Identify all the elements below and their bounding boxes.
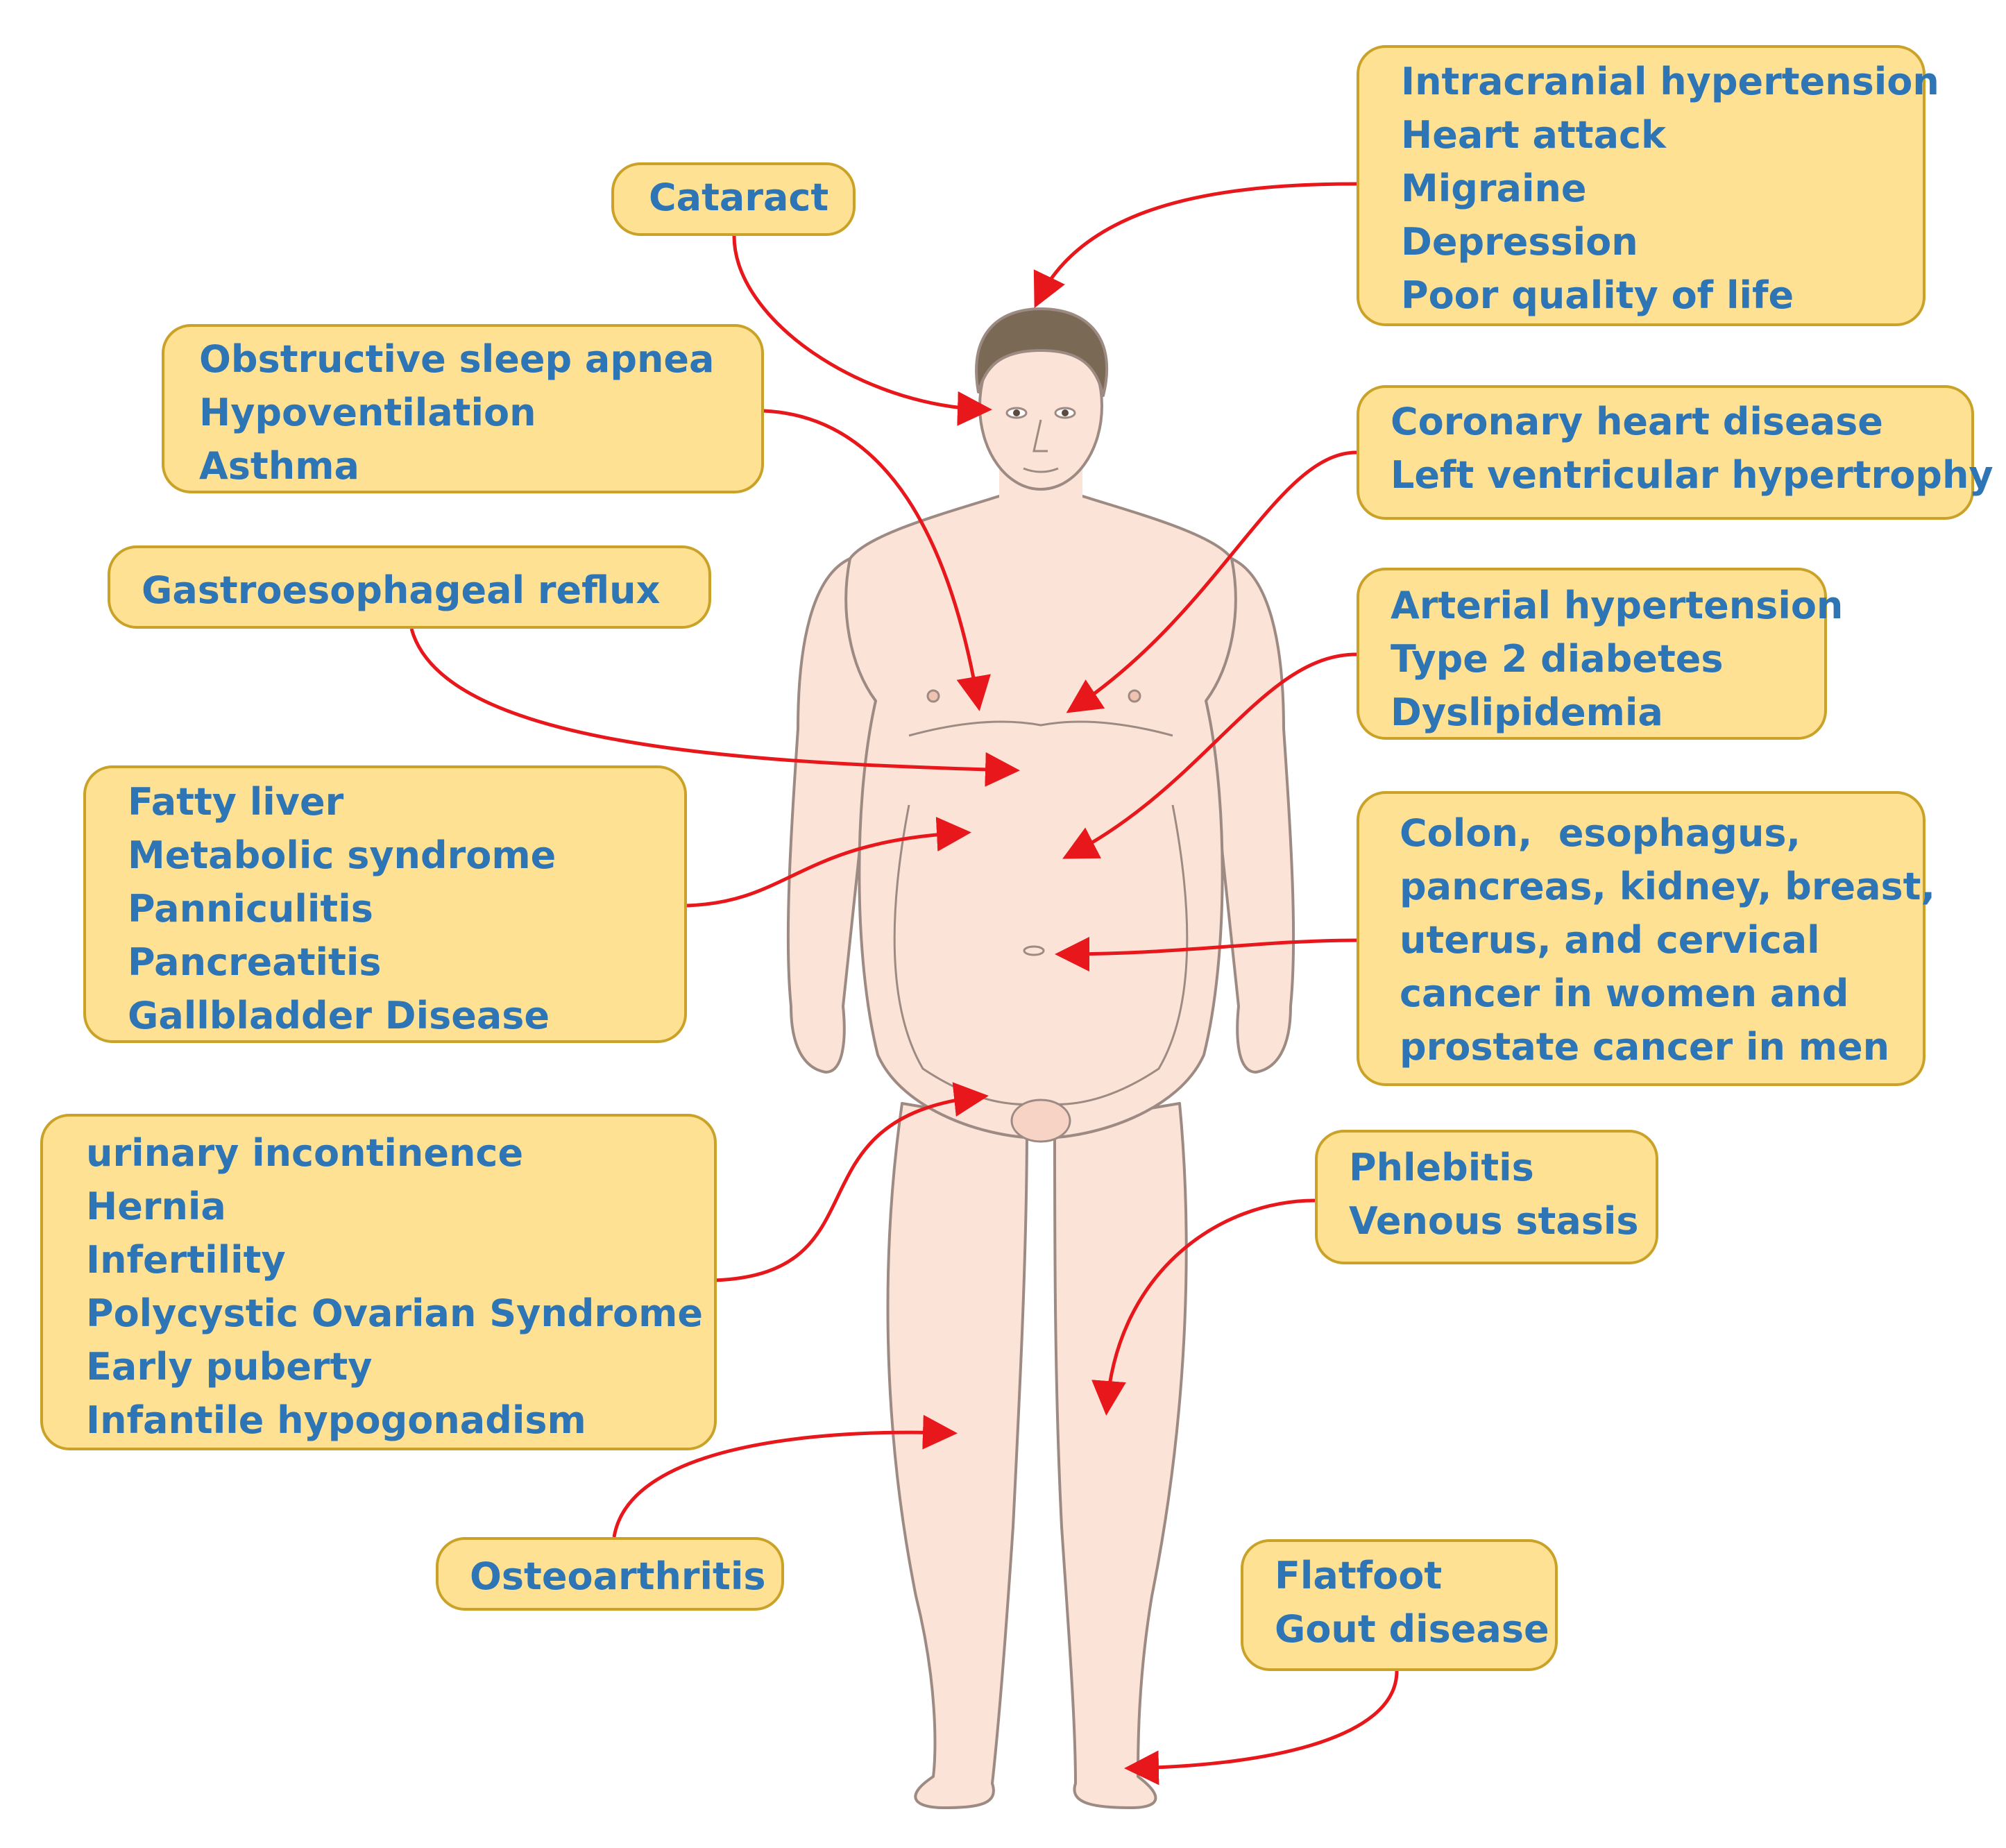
groin: [1010, 1099, 1071, 1143]
respiratory-condition-3: Asthma: [199, 444, 359, 488]
arrow-cataract: [732, 235, 992, 426]
reproductive-condition-4: Polycystic Ovarian Syndrome: [86, 1291, 704, 1335]
reproductive-condition-2: Hernia: [86, 1185, 226, 1228]
arrow-reflux: [409, 628, 1020, 787]
liver-box: Fatty liver Metabolic syndrome Panniculi…: [83, 765, 687, 1043]
liver-condition-5: Gallbladder Disease: [128, 994, 550, 1037]
reflux-label: Gastroesophageal reflux: [142, 568, 661, 612]
respiratory-condition-1: Obstructive sleep apnea: [199, 337, 715, 381]
left-nipple: [926, 689, 940, 703]
arrows: [409, 182, 1399, 1786]
arrow-osteo: [612, 1414, 958, 1538]
respiratory-box: Obstructive sleep apnea Hypoventilation …: [162, 324, 764, 493]
arrow-respiratory: [763, 409, 991, 711]
head-conditions-box: Intracranial hypertension Heart attack M…: [1357, 45, 1939, 326]
reproductive-condition-5: Early puberty: [86, 1345, 373, 1389]
navel: [1023, 945, 1045, 956]
cataract-box: Cataract: [611, 162, 856, 236]
left-arm: [786, 557, 877, 1074]
right-leg: [1053, 1102, 1188, 1809]
cancer-box: Colon, esophagus, pancreas, kidney, brea…: [1357, 791, 1935, 1086]
cancer-line-5: prostate cancer in men: [1400, 1025, 1890, 1069]
cancer-line-3: uterus, and cervical: [1400, 918, 1820, 962]
respiratory-condition-2: Hypoventilation: [199, 391, 536, 434]
head-condition-5: Poor quality of life: [1401, 273, 1794, 317]
chest-line: [908, 720, 1173, 737]
metabolic-condition-1: Arterial hypertension: [1391, 584, 1844, 627]
cancer-line-4: cancer in women and: [1400, 972, 1849, 1015]
head-condition-4: Depression: [1401, 220, 1638, 264]
nose: [1032, 419, 1048, 452]
heart-condition-2: Left ventricular hypertrophy: [1391, 453, 1994, 497]
liver-condition-4: Pancreatitis: [128, 940, 382, 984]
arrow-head: [1033, 182, 1357, 309]
venous-condition-1: Phlebitis: [1349, 1146, 1534, 1189]
reproductive-condition-6: Infantile hypogonadism: [86, 1398, 586, 1442]
arrow-venous: [1091, 1198, 1316, 1416]
arrow-heart: [1066, 450, 1357, 713]
liver-condition-1: Fatty liver: [128, 780, 344, 824]
cataract-label: Cataract: [649, 176, 829, 219]
reproductive-condition-1: urinary incontinence: [86, 1131, 524, 1175]
venous-condition-2: Venous stasis: [1349, 1199, 1639, 1243]
feet-condition-1: Flatfoot: [1275, 1554, 1443, 1597]
reproductive-condition-3: Infertility: [86, 1238, 286, 1282]
heart-condition-1: Coronary heart disease: [1391, 400, 1883, 443]
arrow-cancer: [1055, 936, 1357, 972]
body-outline: [786, 307, 1295, 1809]
feet-condition-2: Gout disease: [1275, 1607, 1549, 1651]
arrow-metabolic: [1062, 652, 1357, 859]
liver-condition-3: Panniculitis: [128, 887, 373, 931]
metabolic-box: Arterial hypertension Type 2 diabetes Dy…: [1357, 568, 1844, 740]
body-details: [893, 407, 1189, 1143]
venous-box: Phlebitis Venous stasis: [1315, 1130, 1658, 1264]
feet-box: Flatfoot Gout disease: [1241, 1539, 1558, 1671]
reflux-box: Gastroesophageal reflux: [108, 545, 711, 629]
arrow-feet: [1124, 1670, 1399, 1786]
osteoarthritis-label: Osteoarthritis: [470, 1554, 766, 1598]
torso: [844, 495, 1237, 1139]
head-condition-1: Intracranial hypertension: [1401, 60, 1939, 103]
hair: [975, 307, 1109, 397]
cancer-line-1: Colon, esophagus,: [1400, 811, 1801, 855]
right-nipple: [1128, 689, 1141, 703]
osteoarthritis-box: Osteoarthritis: [436, 1537, 784, 1611]
head-condition-2: Heart attack: [1401, 113, 1666, 157]
arrow-reproductive: [714, 1082, 989, 1282]
metabolic-condition-3: Dyslipidemia: [1391, 690, 1663, 734]
reproductive-box: urinary incontinence Hernia Infertility …: [40, 1114, 717, 1450]
metabolic-condition-2: Type 2 diabetes: [1391, 637, 1724, 681]
head-condition-3: Migraine: [1401, 167, 1587, 210]
arrow-liver: [686, 817, 971, 908]
left-leg: [886, 1102, 1028, 1809]
mouth: [1023, 467, 1059, 473]
liver-condition-2: Metabolic syndrome: [128, 833, 556, 877]
heart-box: Coronary heart disease Left ventricular …: [1357, 385, 1994, 520]
cancer-line-2: pancreas, kidney, breast,: [1400, 865, 1935, 908]
